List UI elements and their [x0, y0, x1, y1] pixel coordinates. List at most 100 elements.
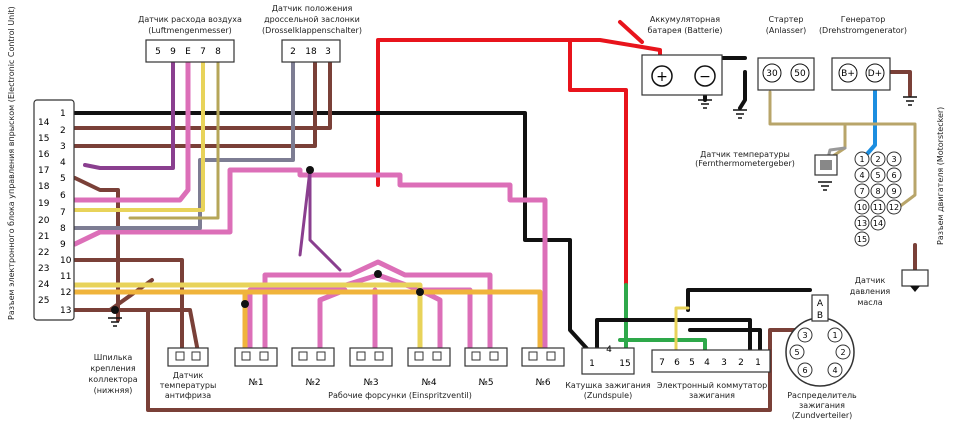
airflow-body [145, 39, 235, 63]
oil-sensor-body [901, 269, 929, 287]
ecu-body [33, 99, 75, 321]
distributor-pin-socket [827, 362, 843, 378]
airflow-pin-7: 7 [200, 47, 206, 57]
wire-black-starter [738, 70, 747, 110]
generator-label: Генератор [841, 15, 886, 24]
temp-gauge-label: Датчик температуры [700, 150, 790, 159]
engine-pin-5: 5 [875, 171, 880, 180]
ecu-pin-8: 8 [60, 224, 66, 234]
engine-pin-socket [854, 199, 870, 215]
oil-sensor-label-1: Датчик [855, 276, 886, 285]
wire-brown-ecu-14 [73, 58, 332, 130]
oil-pressure-sensor: Датчик давления масла [850, 269, 929, 307]
ground-stud-label-1: Шпилька [94, 353, 133, 362]
injector-label: №1 [248, 378, 263, 388]
engine-pin-socket [886, 167, 902, 183]
wire-grey-throttle [73, 58, 295, 230]
ecu-pin-3: 3 [60, 142, 66, 152]
ecu-pin-1: 1 [60, 109, 66, 119]
ecu-pin-21: 21 [38, 232, 49, 242]
ecu-pin-6: 6 [60, 191, 66, 201]
injector-label: №5 [478, 378, 493, 388]
engine-pin-socket [854, 215, 870, 231]
engine-pin-14: 14 [873, 219, 883, 228]
distributor-pin-socket [827, 327, 843, 343]
distributor-pin-6: 6 [802, 366, 807, 375]
battery-label: Аккумуляторная [650, 15, 720, 24]
ecu-pin-24: 24 [38, 280, 50, 290]
engine-pin-socket [886, 199, 902, 215]
injector-pin [546, 351, 556, 361]
engine-pin-socket [886, 183, 902, 199]
battery: + − Аккумуляторная батарея (Batterie) [641, 15, 723, 96]
engine-pin-1: 1 [859, 155, 864, 164]
ecu-pin-2: 2 [60, 126, 66, 136]
wire-brown-ecu-16 [73, 58, 317, 148]
engine-pin-6: 6 [891, 171, 896, 180]
ground-stud-label-2: крепления [90, 364, 136, 373]
ignition-module-pin-7: 7 [659, 358, 665, 368]
ecu-pin-18: 18 [38, 182, 50, 192]
distributor-pin-2: 2 [840, 348, 845, 357]
ignition-module-pin-4: 4 [704, 358, 710, 368]
injector-pin [356, 351, 366, 361]
engine-pin-15: 15 [857, 235, 867, 244]
engine-pin-socket [854, 231, 870, 247]
airflow-label-de: (Luftmengenmesser) [148, 26, 232, 35]
wires-layer [72, 20, 917, 412]
injector-pin [528, 351, 538, 361]
distributor-label-1: Распределитель [787, 391, 857, 400]
distributor-pin-3: 3 [802, 331, 807, 340]
ecu-pin-23: 23 [38, 264, 49, 274]
ground-stud-label-3: коллектора [88, 375, 137, 384]
ecu-pin-12: 12 [60, 288, 71, 298]
battery-minus: − [699, 69, 711, 85]
ground-stud: Шпилька крепления коллектора (нижняя) [88, 353, 137, 395]
wire-brown-gen [888, 70, 912, 97]
temp-gauge-sender: Датчик температуры (Fernthermometergeber… [695, 150, 838, 176]
wire-red-battery-tab [618, 20, 644, 44]
coil-pin-1: 1 [589, 359, 595, 369]
wire-orange-12 [72, 289, 543, 355]
injector-label: №4 [421, 378, 436, 388]
starter-pin-50-label: 50 [794, 69, 806, 79]
engine-pin-socket [854, 167, 870, 183]
coolant-sensor-label-3: антифриза [165, 391, 211, 400]
wire-brown-ecu-5 [73, 176, 120, 322]
oil-sensor-tip [910, 286, 920, 292]
ecu-pin-5: 5 [60, 174, 66, 184]
throttle-body [281, 39, 341, 63]
ecu-pin-14: 14 [38, 118, 50, 128]
distributor-plug [811, 294, 829, 322]
engine-pin-13: 13 [857, 219, 867, 228]
injector-body [464, 347, 508, 367]
throttle-pin-18: 18 [305, 47, 317, 57]
injectors-caption: Рабочие форсунки (Einspritzventil) [328, 391, 472, 400]
engine-pin-2: 2 [875, 155, 880, 164]
ecu-pin-9: 9 [60, 240, 66, 250]
engine-pin-3: 3 [891, 155, 896, 164]
injector-pin [489, 351, 499, 361]
injector-body [521, 347, 565, 367]
wire-yellow-airflow [73, 58, 205, 212]
ground-icon [818, 181, 832, 191]
ground-stud-label-4: (нижняя) [94, 386, 133, 395]
injector-pin [414, 351, 424, 361]
junction-dot [241, 300, 249, 308]
ignition-module-pin-5: 5 [689, 358, 695, 368]
battery-label-de: батарея (Batterie) [647, 26, 722, 35]
coolant-sensor-body [167, 347, 209, 367]
oil-sensor-label-2: давления [850, 287, 891, 296]
wire-yellow-24 [72, 282, 423, 355]
generator-pin-dplus [865, 63, 885, 83]
injector-pin [432, 351, 442, 361]
coil-body [581, 347, 635, 375]
generator-label-de: (Drehstromgenerator) [819, 26, 907, 35]
